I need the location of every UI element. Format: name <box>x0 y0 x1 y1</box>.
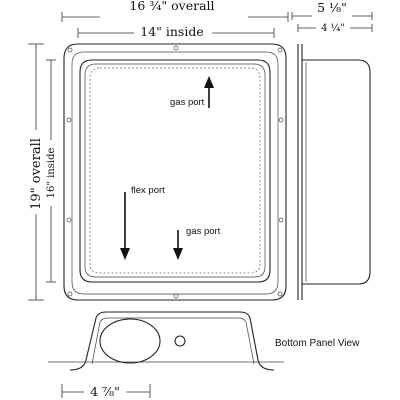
bottom-gas-port-hole <box>174 335 186 347</box>
inner-box-wall <box>79 59 271 283</box>
side-depth-inside-label: 4 ¼" <box>321 23 345 34</box>
mount-hole-left-lower <box>66 217 72 223</box>
mount-hole-bottom-right <box>277 291 283 297</box>
mount-hole-right-lower <box>278 217 284 223</box>
mount-hole-right-upper <box>278 117 284 123</box>
side-depth-overall-dimension: 5 ⅛" <box>291 0 373 20</box>
inside-width-dimension: 14" inside <box>77 24 275 39</box>
side-view <box>297 44 371 300</box>
mount-hole-bottom-center <box>173 293 179 299</box>
bottom-view: Bottom Panel View <box>48 311 360 371</box>
mount-hole-top-center <box>173 45 179 51</box>
gas-port-bottom-label: gas port <box>186 226 221 237</box>
mount-hole-left-upper <box>66 117 72 123</box>
side-depth-overall-label: 5 ⅛" <box>317 0 347 15</box>
inner-dashed-outline <box>89 67 261 274</box>
bottom-flex-port-hole <box>99 318 161 364</box>
outer-flange <box>63 43 287 301</box>
front-view: gas port flex port gas port <box>63 43 287 301</box>
side-depth-inside-dimension: 4 ¼" <box>297 23 373 34</box>
inner-box-floor <box>84 63 266 278</box>
inside-height-dimension: 16" inside <box>46 59 57 283</box>
overall-height-dimension: 19" overall <box>28 43 44 301</box>
mid-flange-line <box>71 51 279 295</box>
bottom-width-dimension: 4 ⅞" <box>61 384 151 399</box>
overall-width-dimension: 16 ¾" overall <box>61 0 289 22</box>
overall-height-label: 19" overall <box>29 138 44 210</box>
overall-width-label: 16 ¾" overall <box>129 0 214 13</box>
mount-hole-top-right <box>277 47 283 53</box>
mount-hole-bottom-left <box>67 291 73 297</box>
bottom-panel-view-label: Bottom Panel View <box>275 338 360 349</box>
inside-height-label: 16" inside <box>46 148 57 199</box>
bottom-view-inner <box>91 317 255 365</box>
gas-port-top-label: gas port <box>170 97 205 108</box>
flex-port-label: flex port <box>131 185 165 196</box>
inside-width-label: 14" inside <box>140 24 204 39</box>
bottom-width-label: 4 ⅞" <box>90 384 120 399</box>
side-body <box>302 59 371 285</box>
bottom-view-outline <box>69 311 275 371</box>
mount-hole-top-left <box>67 47 73 53</box>
